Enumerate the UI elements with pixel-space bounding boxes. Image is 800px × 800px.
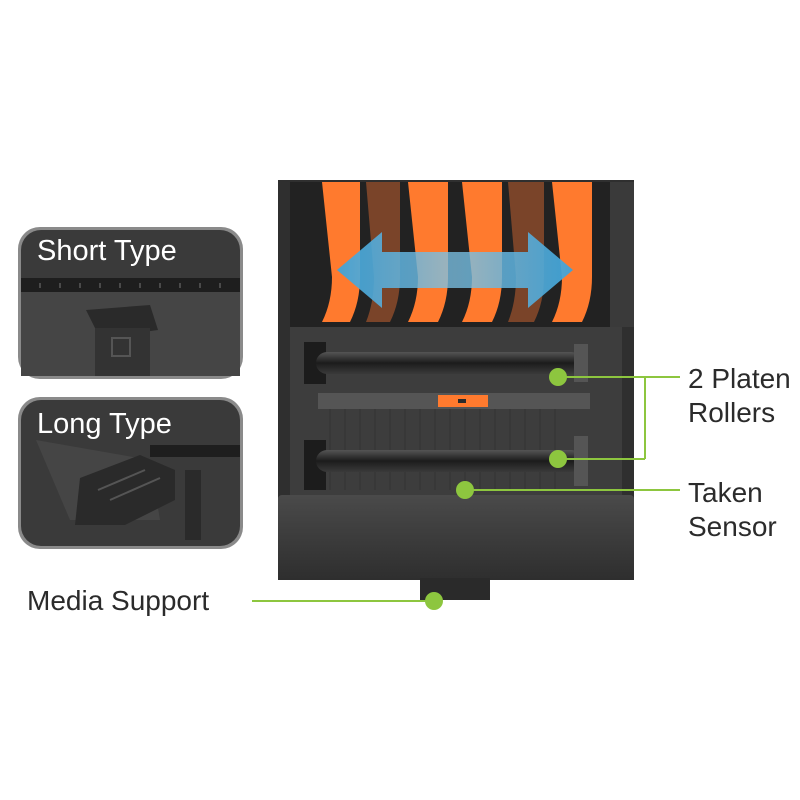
label-platen-rollers: 2 Platen Rollers [688,362,791,430]
sensor-dot [456,481,474,499]
inset-short-type [18,227,243,379]
platen-roller-lower [304,436,588,490]
label-sensor-line2: Sensor [688,511,777,542]
platen-upper-dot [549,368,567,386]
platen-roller-upper [304,342,588,384]
double-arrow-icon [337,232,573,308]
media-support-dot [425,592,443,610]
paper-path-ribs [329,405,556,490]
platen-lower-dot [549,450,567,468]
label-platen-line1: 2 Platen [688,363,791,394]
label-taken-sensor: Taken Sensor [688,476,777,544]
inset-long-type [18,397,243,549]
inset-title-long-type: Long Type [37,408,172,440]
label-media-support: Media Support [27,585,210,616]
callout-platen [558,376,680,460]
label-sensor-line1: Taken [688,477,763,508]
label-platen-line2: Rollers [688,397,776,428]
inset-title-short-type: Short Type [37,235,177,267]
